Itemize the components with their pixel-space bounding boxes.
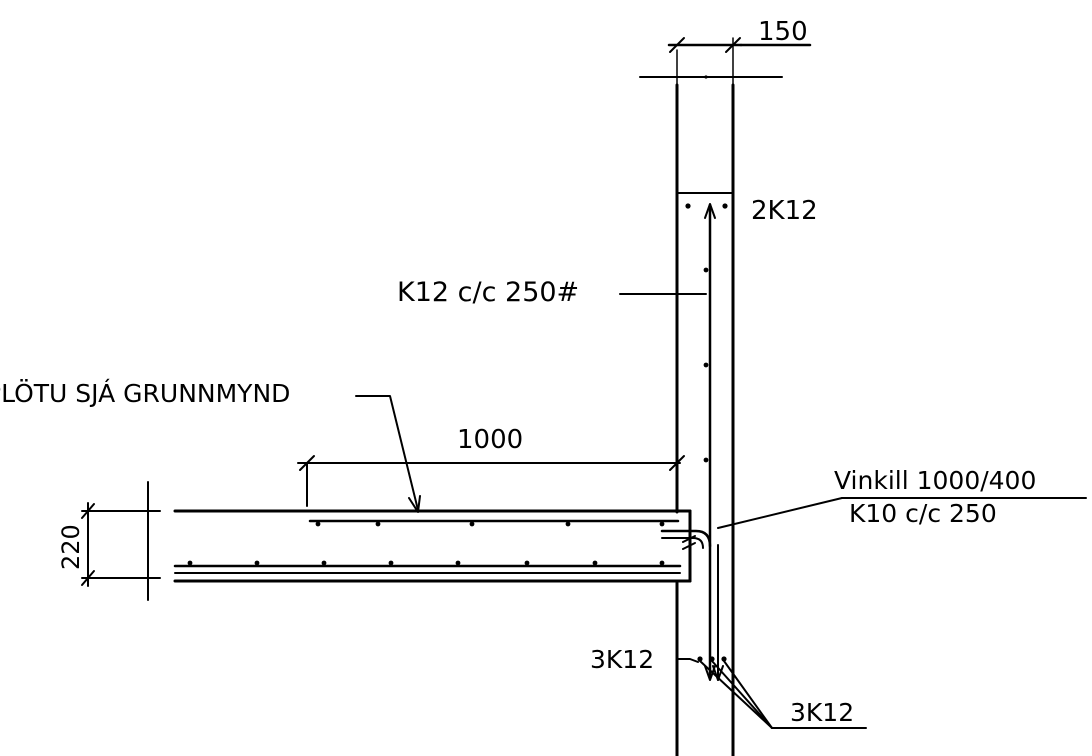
bottom-bars-right-leaders — [699, 660, 867, 729]
wall-thickness-dimension — [639, 37, 812, 89]
top-bars-label: 2K12 — [751, 196, 818, 226]
wall-outline — [675, 83, 735, 756]
top-bars-marks — [685, 203, 728, 219]
wall-bar-dots — [703, 267, 709, 463]
anchor-length-dimension — [297, 455, 685, 507]
slab-thickness-dimension — [81, 481, 161, 601]
slab-note-label: PLÖTU SJÁ GRUNNMYND — [0, 379, 290, 408]
bottom-bars-marks — [697, 656, 727, 662]
angle-bar — [660, 529, 712, 550]
slab-thickness-label: 220 — [57, 524, 85, 570]
angle-spacing-label: K10 c/c 250 — [849, 499, 997, 528]
wall-vertical-bars — [704, 203, 724, 681]
slab-bottom-bar — [173, 564, 682, 574]
slab-note-leader — [355, 395, 419, 511]
wall-bars-label: K12 c/c 250# — [397, 277, 579, 308]
slab-top-bar-dots — [315, 521, 665, 527]
slab-bottom-bar-dots — [187, 560, 665, 566]
anchor-length-label: 1000 — [457, 425, 523, 455]
bottom-bars-right-label: 3K12 — [790, 698, 854, 727]
bottom-bars-left-leader — [676, 658, 699, 663]
bottom-bars-left-label: 3K12 — [590, 645, 654, 674]
angle-bar-leader — [717, 497, 843, 529]
angle-bar-label: Vinkill 1000/400 — [834, 466, 1036, 495]
wall-thickness-label: 150 — [758, 17, 808, 47]
